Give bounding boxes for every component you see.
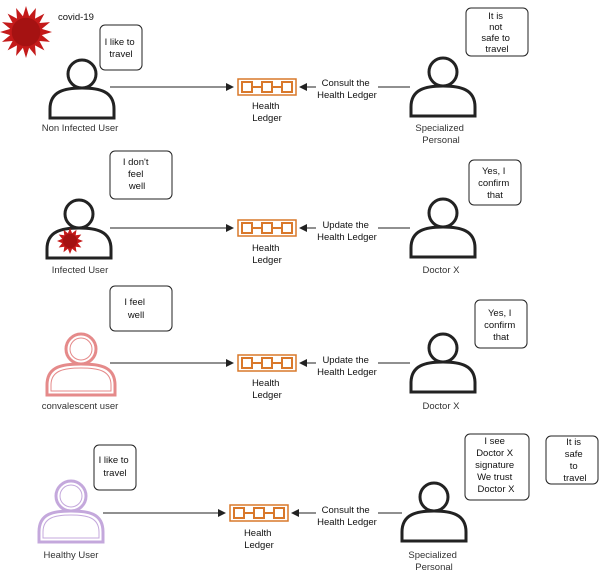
arrow-label-bg [316, 353, 378, 379]
svg-text:I feel well: I feel well [124, 297, 147, 321]
specialized-personal-label: Specialized Personal [415, 123, 466, 146]
infected-user-label: Infected User [52, 265, 109, 276]
healthy-user-label: Healthy User [44, 550, 99, 561]
svg-text:It is not safe to: It is not safe to travel [481, 11, 512, 55]
arrow-label-bg [316, 77, 378, 103]
speech-bubble-right-1: Yes, I confirm that [468, 159, 522, 206]
svg-text:I see Doctor X sig: I see Doctor X signature We trust Doctor… [475, 436, 517, 495]
person-healthy-user [37, 479, 105, 544]
speech-bubble-right-0: It is not safe to travel [465, 7, 529, 57]
svg-text:Yes, I confirm tha: Yes, I confirm that [484, 308, 518, 343]
virus-icon [0, 6, 52, 58]
doctor-x-label: Doctor X [423, 401, 461, 412]
virus-label: covid-19 [58, 12, 94, 23]
person-non-infected-user [48, 58, 116, 120]
speech-bubble-left-0: I like to travel [99, 24, 143, 71]
speech-bubble-left-2: I feel well [109, 285, 173, 332]
ledger-chain-icon [229, 504, 289, 522]
person-convalescent-user [45, 332, 117, 397]
svg-text:It is safe to: It is safe to travel [563, 437, 586, 484]
doctor-x-label: Doctor X [423, 265, 461, 276]
svg-text:I don't feel well: I don't feel well [123, 157, 151, 192]
arrow-label-bg [316, 218, 378, 244]
arrow-label: Update the Health Ledger [317, 220, 377, 243]
person-specialized-personal [400, 481, 468, 543]
virus-icon [57, 228, 83, 254]
ledger-chain-icon [237, 354, 297, 372]
speech-bubble-right-2: Yes, I confirm that [474, 299, 528, 349]
svg-text:Yes, I confirm tha: Yes, I confirm that [478, 166, 512, 201]
ledger-label: Health Ledger [252, 101, 282, 124]
convalescent-user-label: convalescent user [42, 401, 119, 412]
person-doctor-x [409, 197, 477, 259]
ledger-label: Health Ledger [252, 243, 282, 266]
speech-bubble-right-3: I see Doctor X signature We trust Doctor… [464, 433, 530, 501]
non-infected-user-label: Non Infected User [42, 123, 119, 134]
ledger-chain-icon [237, 219, 297, 237]
svg-text:I like to travel: I like to travel [105, 37, 138, 60]
arrow-label: Update the Health Ledger [317, 355, 377, 378]
specialized-personal-label: Specialized Personal [408, 550, 459, 573]
ledger-label: Health Ledger [252, 378, 282, 401]
ledger-label: Health Ledger [244, 528, 274, 551]
speech-bubble-extra-3: It is safe to travel [545, 435, 599, 485]
speech-bubble-left-3: I like to travel [93, 444, 137, 491]
person-infected-user [45, 198, 113, 260]
speech-bubble-left-1: I don't feel well [109, 150, 173, 200]
svg-text:I like to travel: I like to travel [99, 455, 132, 479]
arrow-label: Consult the Health Ledger [317, 505, 377, 528]
arrow-label-bg [316, 503, 378, 529]
arrow-label: Consult the Health Ledger [317, 78, 377, 101]
ledger-chain-icon [237, 78, 297, 96]
person-doctor-x [409, 332, 477, 394]
person-specialized-personal [409, 56, 477, 118]
bubble-line: travel [109, 49, 132, 60]
bubble-line: I like to [105, 37, 135, 48]
